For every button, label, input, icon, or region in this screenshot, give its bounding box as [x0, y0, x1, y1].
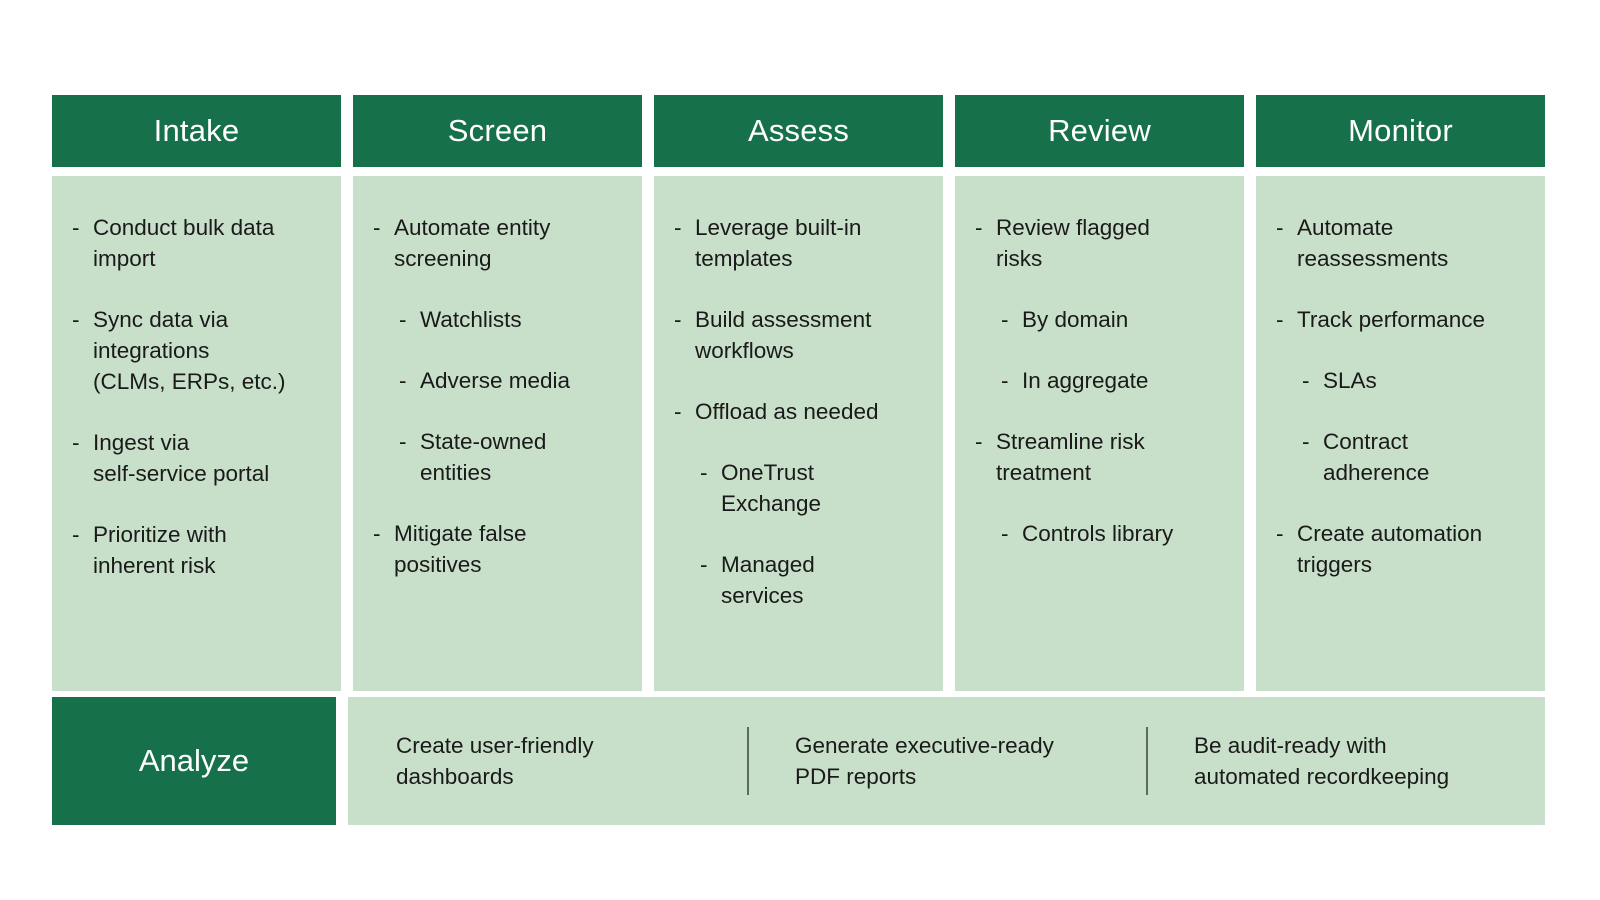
bullet-item: -Create automation triggers — [1276, 518, 1525, 580]
bullet-item: -Leverage built-in templates — [674, 212, 923, 274]
sub-bullet-item: -OneTrust Exchange — [700, 457, 923, 519]
bullet-dash-icon: - — [72, 307, 80, 332]
bullet-dash-icon: - — [1001, 307, 1009, 332]
process-stage-columns: Intake-Conduct bulk data import-Sync dat… — [52, 95, 1545, 691]
bullet-text: Mitigate false positives — [394, 521, 527, 577]
stage-header-intake[interactable]: Intake — [52, 95, 341, 167]
bullet-item: -Sync data via integrations (CLMs, ERPs,… — [72, 304, 321, 397]
bullet-text: Managed services — [721, 552, 815, 608]
bullet-text: OneTrust Exchange — [721, 460, 822, 516]
bullet-text: Review flagged risks — [996, 215, 1150, 271]
sub-bullet-item: -Managed services — [700, 549, 923, 611]
analyze-label: Analyze — [52, 697, 336, 825]
bullet-text: Automate reassessments — [1297, 215, 1449, 271]
stage-body-screen: -Automate entity screening-Watchlists-Ad… — [353, 176, 642, 691]
sub-bullet-item: -By domain — [1001, 304, 1224, 335]
bullet-text: State-owned entities — [420, 429, 547, 485]
bullet-item: -Automate entity screening — [373, 212, 622, 274]
bullet-text: Track performance — [1297, 307, 1485, 332]
bullet-dash-icon: - — [674, 307, 682, 332]
bullet-dash-icon: - — [674, 399, 682, 424]
bullet-text: Streamline risk treatment — [996, 429, 1145, 485]
bullet-dash-icon: - — [1302, 429, 1310, 454]
sub-bullet-item: -SLAs — [1302, 365, 1525, 396]
bullet-text: Ingest via self-service portal — [93, 430, 270, 486]
bullet-dash-icon: - — [399, 368, 407, 393]
bullet-item: -Conduct bulk data import — [72, 212, 321, 274]
bullet-dash-icon: - — [1276, 521, 1284, 546]
bullet-list: -Automate reassessments-Track performanc… — [1276, 212, 1525, 580]
bullet-item: -Ingest via self-service portal — [72, 427, 321, 489]
stage-header-monitor[interactable]: Monitor — [1256, 95, 1545, 167]
analyze-row: Analyze Create user-friendly dashboards G… — [52, 697, 1545, 825]
bullet-list: -Review flagged risks-By domain-In aggre… — [975, 212, 1224, 549]
stage-column-intake: Intake-Conduct bulk data import-Sync dat… — [52, 95, 341, 691]
sub-bullet-item: -Adverse media — [399, 365, 622, 396]
bullet-dash-icon: - — [975, 429, 983, 454]
sub-bullet-item: -State-owned entities — [399, 426, 622, 488]
sub-bullet-item: -Watchlists — [399, 304, 622, 335]
bullet-dash-icon: - — [1001, 521, 1009, 546]
bullet-text: Controls library — [1022, 521, 1174, 546]
bullet-dash-icon: - — [1276, 215, 1284, 240]
analyze-item: Generate executive-ready PDF reports — [747, 730, 1146, 792]
stage-column-review: Review-Review flagged risks-By domain-In… — [955, 95, 1244, 691]
bullet-text: Watchlists — [420, 307, 522, 332]
stage-header-review[interactable]: Review — [955, 95, 1244, 167]
bullet-text: Automate entity screening — [394, 215, 551, 271]
bullet-dash-icon: - — [399, 307, 407, 332]
stage-body-review: -Review flagged risks-By domain-In aggre… — [955, 176, 1244, 691]
sub-bullet-item: -In aggregate — [1001, 365, 1224, 396]
stage-body-intake: -Conduct bulk data import-Sync data via … — [52, 176, 341, 691]
bullet-dash-icon: - — [373, 215, 381, 240]
bullet-list: -Leverage built-in templates-Build asses… — [674, 212, 923, 611]
bullet-text: In aggregate — [1022, 368, 1149, 393]
analyze-item: Be audit-ready with automated recordkeep… — [1146, 730, 1545, 792]
bullet-dash-icon: - — [975, 215, 983, 240]
bullet-dash-icon: - — [399, 429, 407, 454]
bullet-dash-icon: - — [72, 522, 80, 547]
bullet-list: -Conduct bulk data import-Sync data via … — [72, 212, 321, 581]
bullet-item: -Review flagged risks — [975, 212, 1224, 274]
bullet-text: Conduct bulk data import — [93, 215, 275, 271]
bullet-text: SLAs — [1323, 368, 1377, 393]
analyze-item: Create user-friendly dashboards — [396, 733, 594, 789]
bullet-dash-icon: - — [700, 552, 708, 577]
bullet-text: By domain — [1022, 307, 1129, 332]
sub-bullet-item: -Controls library — [1001, 518, 1224, 549]
bullet-item: -Automate reassessments — [1276, 212, 1525, 274]
bullet-text: Contract adherence — [1323, 429, 1430, 485]
bullet-dash-icon: - — [72, 215, 80, 240]
bullet-dash-icon: - — [72, 430, 80, 455]
bullet-dash-icon: - — [373, 521, 381, 546]
stage-header-screen[interactable]: Screen — [353, 95, 642, 167]
bullet-dash-icon: - — [674, 215, 682, 240]
stage-column-monitor: Monitor-Automate reassessments-Track per… — [1256, 95, 1545, 691]
stage-body-monitor: -Automate reassessments-Track performanc… — [1256, 176, 1545, 691]
bullet-text: Build assessment workflows — [695, 307, 872, 363]
sub-bullet-item: -Contract adherence — [1302, 426, 1525, 488]
bullet-item: -Streamline risk treatment — [975, 426, 1224, 488]
bullet-dash-icon: - — [1302, 368, 1310, 393]
bullet-item: -Prioritize with inherent risk — [72, 519, 321, 581]
bullet-text: Create automation triggers — [1297, 521, 1483, 577]
bullet-text: Offload as needed — [695, 399, 879, 424]
stage-body-assess: -Leverage built-in templates-Build asses… — [654, 176, 943, 691]
bullet-dash-icon: - — [1001, 368, 1009, 393]
bullet-dash-icon: - — [700, 460, 708, 485]
bullet-text: Sync data via integrations (CLMs, ERPs, … — [93, 307, 286, 394]
bullet-item: -Offload as needed — [674, 396, 923, 427]
bullet-text: Adverse media — [420, 368, 571, 393]
bullet-item: -Track performance — [1276, 304, 1525, 335]
bullet-text: Prioritize with inherent risk — [93, 522, 227, 578]
bullet-list: -Automate entity screening-Watchlists-Ad… — [373, 212, 622, 580]
bullet-item: -Build assessment workflows — [674, 304, 923, 366]
stage-header-assess[interactable]: Assess — [654, 95, 943, 167]
stage-column-assess: Assess-Leverage built-in templates-Build… — [654, 95, 943, 691]
bullet-item: -Mitigate false positives — [373, 518, 622, 580]
bullet-dash-icon: - — [1276, 307, 1284, 332]
analyze-items: Create user-friendly dashboards Generate … — [348, 697, 1545, 825]
stage-column-screen: Screen-Automate entity screening-Watchli… — [353, 95, 642, 691]
bullet-text: Leverage built-in templates — [695, 215, 862, 271]
